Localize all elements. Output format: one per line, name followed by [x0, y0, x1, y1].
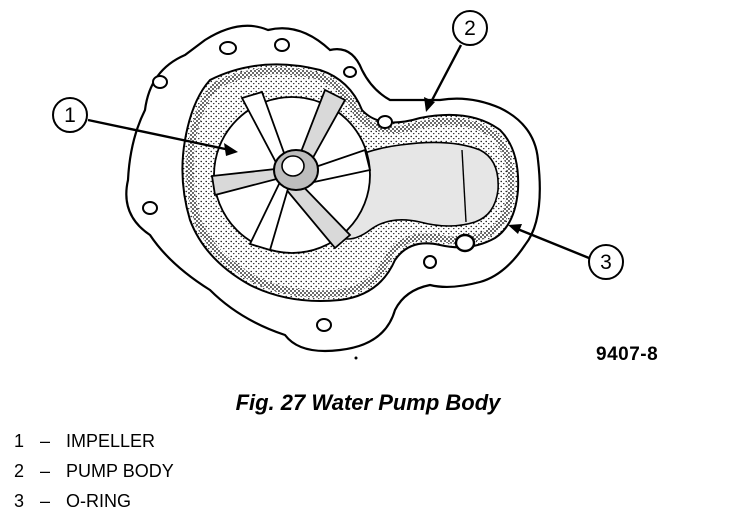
callout-2-number: 2	[464, 17, 476, 40]
bolt-hole	[423, 255, 437, 269]
callout-1-leader	[87, 118, 231, 152]
legend-separator: –	[40, 431, 51, 451]
water-pump-illustration: 1 2 3	[52, 10, 624, 360]
legend-label: O-RING	[66, 491, 132, 511]
legend-label: IMPELLER	[66, 431, 156, 451]
bolt-hole	[316, 318, 332, 332]
legend-item: 1–IMPELLER	[14, 426, 174, 456]
bolt-hole	[377, 115, 393, 129]
callout-1: 1	[52, 97, 238, 156]
impeller	[210, 88, 372, 254]
bolt-hole	[454, 233, 476, 253]
legend-separator: –	[40, 491, 51, 511]
bolt-hole	[142, 201, 158, 215]
legend-number: 3	[14, 491, 25, 511]
legend-number: 2	[14, 461, 25, 481]
callout-2-leader	[428, 44, 463, 105]
callout-1-number: 1	[64, 104, 76, 127]
callout-3-leader	[514, 226, 590, 260]
bolt-hole	[274, 38, 290, 52]
bolt-hole	[152, 75, 168, 89]
callout-3-number: 3	[600, 251, 612, 274]
figure-caption: Fig. 27 Water Pump Body	[235, 390, 501, 415]
legend-separator: –	[40, 461, 51, 481]
legend-label: PUMP BODY	[66, 461, 174, 481]
callout-legend: 1–IMPELLER 2–PUMP BODY 3–O-RING	[14, 426, 174, 516]
outlet-passage	[329, 141, 499, 240]
callout-2: 2	[424, 10, 488, 112]
callout-3: 3	[508, 224, 624, 280]
bolt-holes	[142, 38, 476, 332]
bolt-hole	[219, 41, 237, 55]
legend-item: 3–O-RING	[14, 486, 174, 516]
bolt-hole	[343, 66, 357, 78]
legend-item: 2–PUMP BODY	[14, 456, 174, 486]
figure-code: 9407-8	[596, 344, 659, 365]
impeller-hub-cap	[281, 155, 305, 177]
legend-number: 1	[14, 431, 25, 451]
